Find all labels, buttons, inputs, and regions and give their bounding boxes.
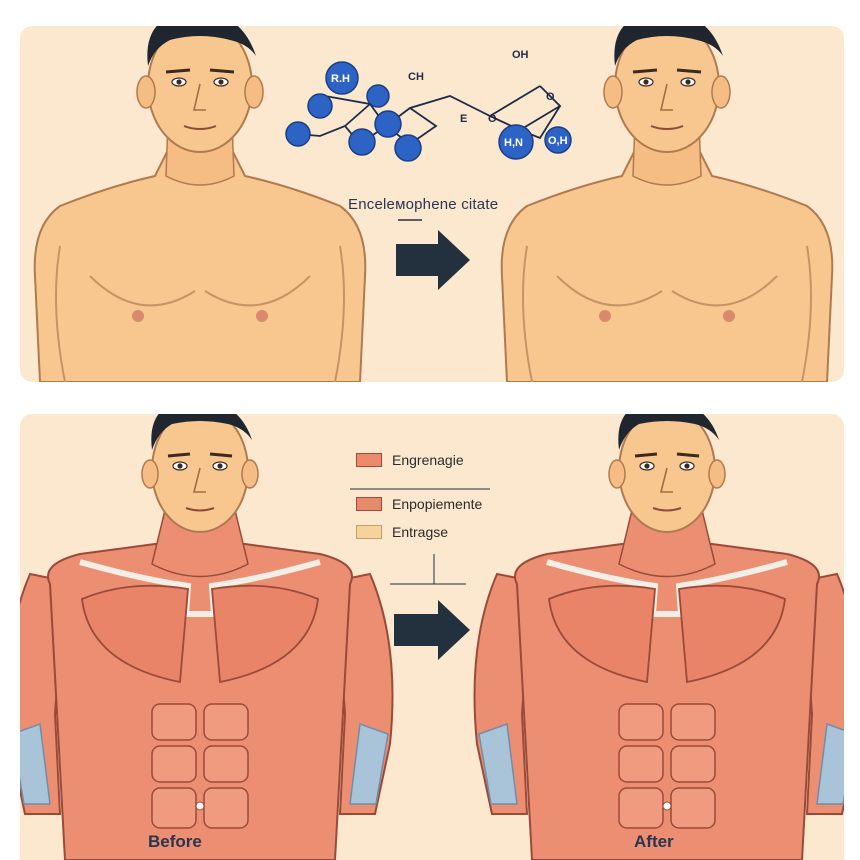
atom <box>374 110 402 138</box>
legend-label: Entragse <box>392 524 449 540</box>
before-torso-muscular <box>20 414 393 860</box>
atom-label: CH <box>408 71 424 83</box>
bottom-panel <box>20 414 844 860</box>
bottom-panel-art <box>20 414 844 860</box>
atom-label: O <box>488 113 497 125</box>
legend-swatch <box>356 453 382 467</box>
atom <box>325 61 359 95</box>
caption-before: Before <box>148 832 202 851</box>
legend-label: Enpopiemente <box>392 496 483 512</box>
top-arrow-icon <box>396 230 470 290</box>
legend-item: Engrenagie <box>356 452 464 468</box>
atom-label: E <box>460 113 467 125</box>
atom-label: O,H <box>548 135 568 147</box>
legend-item: Enpopiemente <box>356 496 482 512</box>
bottom-arrow-icon <box>394 600 470 660</box>
atom-label: O <box>546 91 555 103</box>
atom <box>498 124 534 160</box>
atom <box>348 128 376 156</box>
atom <box>544 126 572 154</box>
atom <box>307 93 333 119</box>
legend-label: Engrenagie <box>392 452 464 468</box>
caption-after: After <box>634 832 674 851</box>
atom-label: R.H <box>331 73 350 85</box>
legend-swatch <box>356 525 382 539</box>
atom-label: OH <box>512 49 529 61</box>
legend-item: Entragse <box>356 524 448 540</box>
after-torso-muscular <box>475 414 845 860</box>
before-torso-plain <box>33 26 367 382</box>
atom <box>394 134 422 162</box>
top-panel-art: R.H CH OH E O O H,N O,H <box>33 26 834 382</box>
legend-swatch <box>356 497 382 511</box>
molecule-label: Enceleмophene citate <box>348 196 499 213</box>
atom-label: H,N <box>504 137 523 149</box>
top-panel: R.H CH OH E O O H,N O,H Enceleмophene ci… <box>20 26 844 382</box>
atom <box>366 84 390 108</box>
atom <box>285 121 311 147</box>
after-torso-plain <box>500 26 834 382</box>
